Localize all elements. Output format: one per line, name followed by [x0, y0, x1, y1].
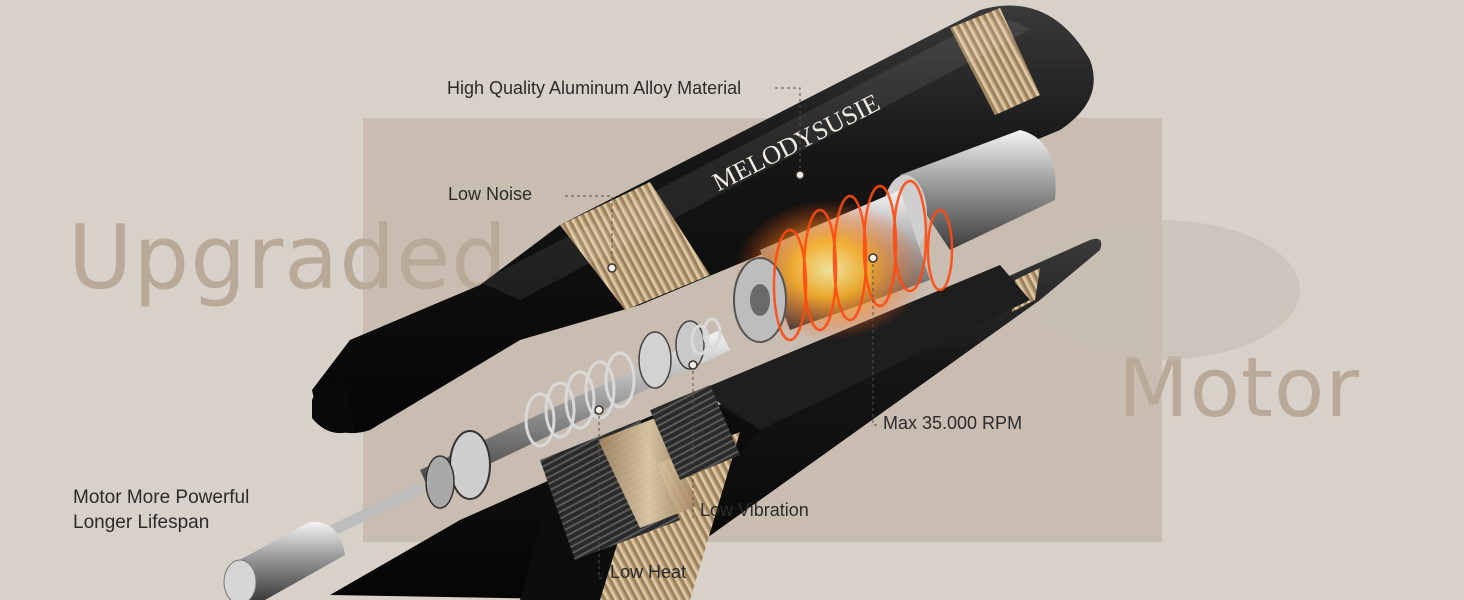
callout-noise: Low Noise [448, 184, 533, 204]
drill-bit [223, 521, 345, 600]
callout-power-line1: Motor More Powerful [73, 487, 250, 508]
callout-rpm: Max 35.000 RPM [883, 413, 1023, 433]
outer-sleeve: MELODYSUSIE [312, 5, 1094, 434]
callout-lines [565, 87, 880, 579]
callout-power: Motor More Powerful Longer Lifespan [73, 485, 249, 535]
glow-coils [772, 179, 954, 342]
callout-heat: Low Heat [610, 562, 687, 582]
headline-upgraded: Upgraded [68, 206, 509, 309]
callout-dots [594, 170, 878, 415]
headline-motor: Motor [1118, 341, 1360, 436]
callout-material: High Quality Aluminum Alloy Material [447, 78, 742, 98]
shadow [1020, 220, 1300, 360]
callout-vibration: Low Vibration [700, 500, 809, 520]
callout-power-line2: Longer Lifespan [73, 512, 210, 533]
threaded-collar [540, 385, 740, 560]
motor-rotor [733, 130, 1056, 343]
